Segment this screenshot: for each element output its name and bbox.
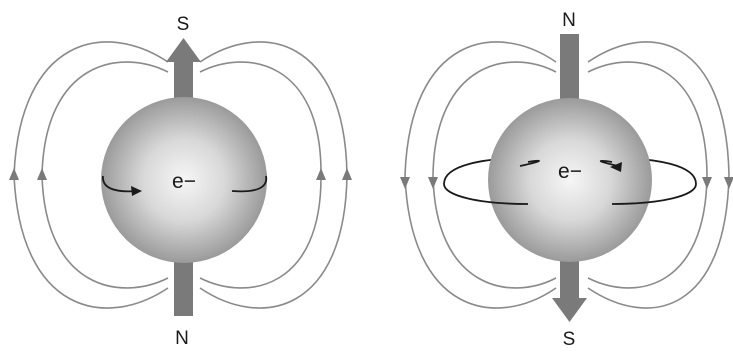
right-panel: e− N S — [400, 10, 733, 350]
arrowhead-down-icon — [724, 177, 733, 189]
arrowhead-up-icon — [9, 168, 19, 180]
top-pole-label: N — [562, 10, 576, 31]
arrowhead-down-icon — [400, 177, 410, 189]
arrowhead-down-icon — [428, 177, 438, 189]
electron-label: e− — [172, 170, 196, 193]
arrowhead-down-icon — [702, 177, 712, 189]
bottom-pole-label: S — [563, 329, 576, 350]
bottom-pole-label: N — [175, 328, 189, 349]
electron-label: e− — [558, 160, 582, 183]
arrowhead-up-icon — [316, 168, 326, 180]
left-panel: e− S N — [9, 14, 352, 349]
arrowhead-up-icon — [37, 168, 47, 180]
arrowhead-up-icon — [342, 168, 352, 180]
top-pole-label: S — [177, 14, 190, 35]
